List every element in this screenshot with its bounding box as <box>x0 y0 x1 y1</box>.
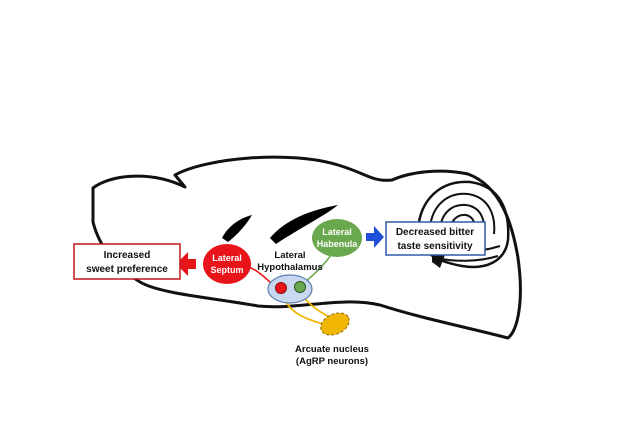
sweet-preference-box <box>73 243 181 280</box>
hypothalamus-green-neuron <box>294 281 306 293</box>
lateral-hypothalamus-line2: Hypothalamus <box>257 262 322 273</box>
hypothalamus-red-neuron <box>275 282 287 294</box>
lateral-septum-line2: Septum <box>210 265 243 275</box>
sweet-preference-line1: Increased <box>104 250 151 261</box>
ventricle-shape-2 <box>270 205 338 244</box>
lateral-habenula-line2: Habenula <box>317 239 359 249</box>
arcuate-nucleus-region <box>320 312 350 336</box>
ventricle-shape-1 <box>222 215 252 242</box>
red-arrow-left <box>176 252 196 276</box>
blue-arrow-right <box>366 226 384 248</box>
cerebellum-folds <box>427 192 501 262</box>
arcuate-nucleus-line2: (AgRP neurons) <box>296 356 368 367</box>
bitter-sensitivity-line1: Decreased bitter <box>396 227 474 238</box>
lateral-habenula-line1: Lateral <box>322 227 352 237</box>
bitter-sensitivity-box <box>385 221 486 256</box>
arcuate-nucleus-line1: Arcuate nucleus <box>295 344 369 355</box>
sweet-preference-line2: sweet preference <box>86 264 168 275</box>
lateral-hypothalamus-line1: Lateral <box>274 250 305 261</box>
bitter-sensitivity-line2: taste sensitivity <box>397 241 472 252</box>
lateral-septum-region <box>203 244 251 284</box>
lateral-septum-line1: Lateral <box>212 253 242 263</box>
brain-outline <box>91 155 522 340</box>
lateral-habenula-region <box>312 219 362 257</box>
cerebellum-outline <box>416 180 510 269</box>
